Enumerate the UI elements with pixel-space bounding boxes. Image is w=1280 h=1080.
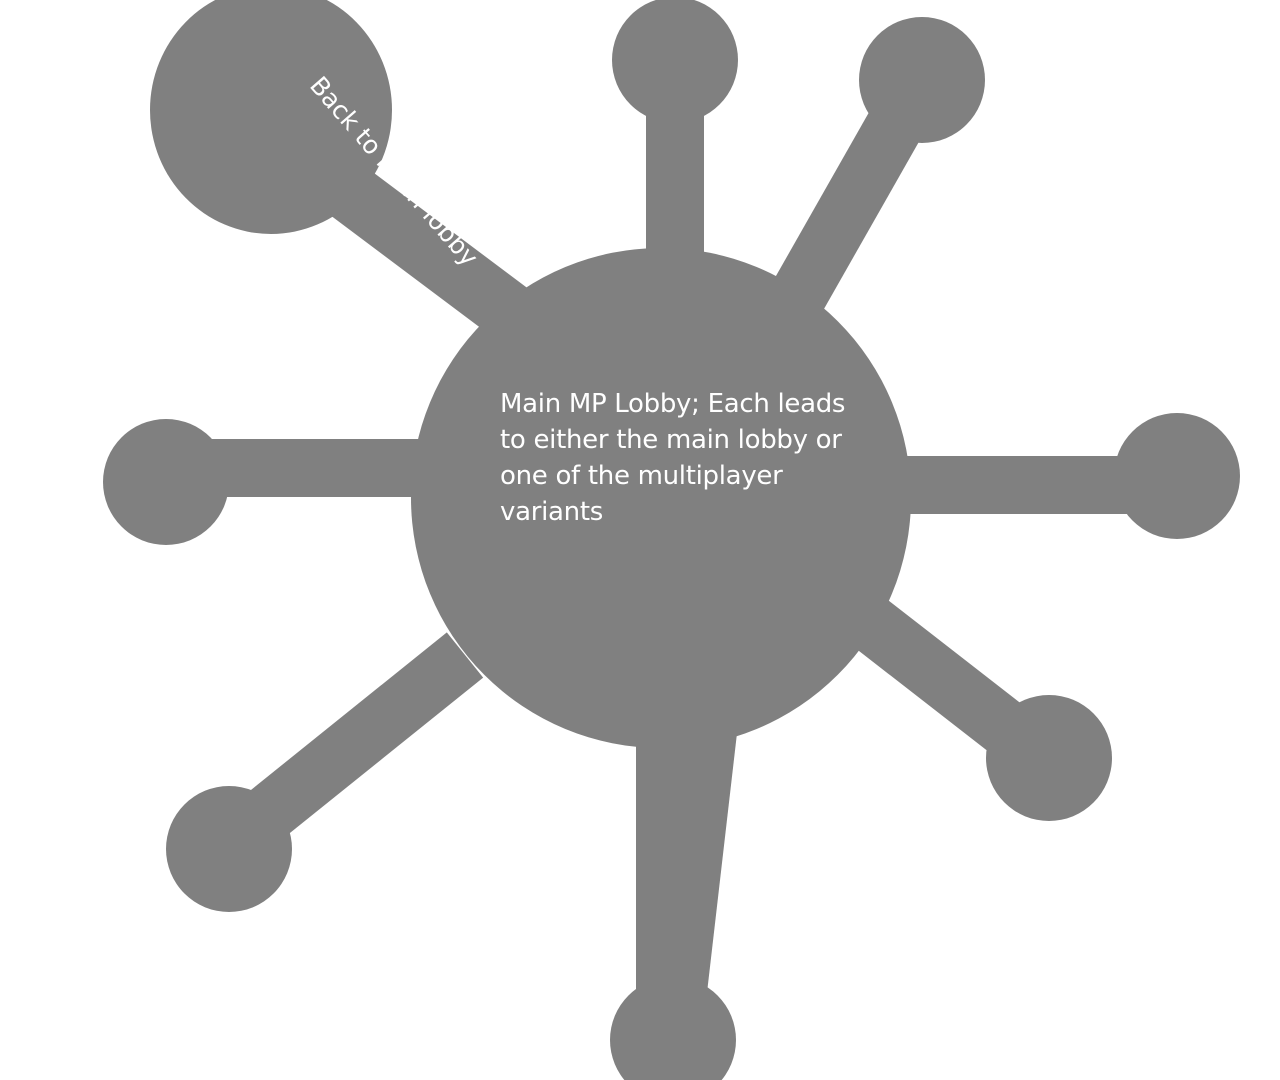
- variant-node-right[interactable]: [1114, 413, 1240, 539]
- back-to-main-lobby-node[interactable]: [150, 0, 392, 234]
- variant-node-left[interactable]: [103, 419, 229, 545]
- variant-node-top-right[interactable]: [859, 17, 985, 143]
- variant-node-lower-left[interactable]: [166, 786, 292, 912]
- variant-node-bottom[interactable]: [610, 977, 736, 1080]
- hub-node: [411, 248, 911, 748]
- spoke-bottom: [636, 690, 742, 1010]
- variant-node-top[interactable]: [612, 0, 738, 123]
- hub-label: Main MP Lobby; Each leads to either the …: [500, 389, 846, 527]
- nodes: [103, 0, 1240, 1080]
- variant-node-lower-right[interactable]: [986, 695, 1112, 821]
